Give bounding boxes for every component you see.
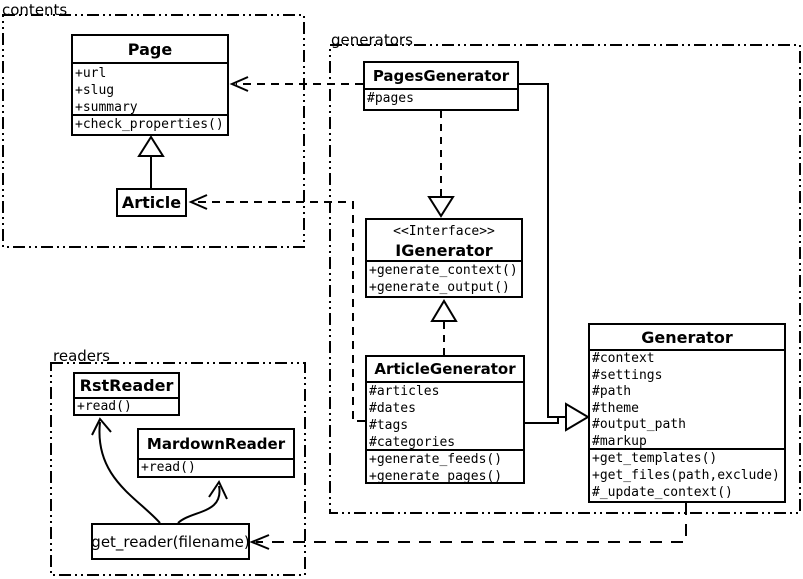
attribute: #output_path [592,417,686,432]
operation: +get_templates() [592,451,718,466]
class-title: Page [127,39,173,59]
class-title: IGenerator [395,241,493,260]
operation: +generate_context() [369,263,518,278]
class-box-igenerator: <<Interface>> IGenerator +generate_conte… [365,218,523,298]
edge-pagesgenerator-to-igenerator [427,111,455,218]
attribute: #tags [369,418,409,433]
attribute: +summary [75,100,138,114]
edge-article-to-page [137,135,165,188]
class-box-page: Page +url +slug +summary +check_properti… [71,34,229,136]
edge-getreader-to-mardownreader [177,479,228,524]
attribute: #markup [592,433,647,449]
open-arrowhead [229,76,249,92]
operation: +read() [77,399,132,414]
attribute: #articles [369,384,440,399]
package-label-contents: contents [2,1,68,19]
class-attributes: #articles #dates #tags #categories [367,381,523,449]
class-box-article: Article [116,188,187,217]
class-attributes: #pages [365,88,517,109]
operation: +get_files(path,exclude) [592,468,780,483]
edge-articlegenerator-to-igenerator [430,299,458,355]
edge-pagesgenerator-to-page [229,76,363,92]
package-label-readers: readers [53,347,110,365]
class-title: RstReader [79,376,174,395]
class-title: Article [121,193,182,212]
class-header: <<Interface>> IGenerator [367,220,521,260]
attribute: +url [75,66,107,81]
class-title: MardownReader [146,435,286,453]
class-operations: +read() [139,458,293,476]
open-arrowhead [91,417,112,436]
class-box-articlegenerator: ArticleGenerator #articles #dates #tags … [365,355,525,484]
attribute: #categories [369,435,456,449]
hollow-triangle [430,299,458,322]
class-title: Generator [641,327,733,347]
class-box-rstreader: RstReader +read() [73,372,180,416]
package-label-generators: generators [331,31,413,49]
stereotype: <<Interface>> [393,224,495,239]
package-frame-contents [2,14,305,248]
package-frame-generators [329,44,801,514]
class-title: ArticleGenerator [374,360,516,378]
operation: +generate_pages() [369,469,503,482]
hollow-triangle [565,402,590,432]
class-operations: +check_properties() [73,114,227,134]
open-arrowhead [188,194,208,210]
open-arrowhead [249,534,270,550]
edge-generator-to-getreader [249,503,687,550]
class-attributes: +url +slug +summary [73,62,227,114]
edge-getreader-to-rstreader [91,417,161,524]
class-box-pagesgenerator: PagesGenerator #pages [363,61,519,111]
attribute: #context [592,351,655,366]
attribute: +slug [75,83,115,98]
attribute: #theme [592,400,639,416]
edge-generators-to-generator [519,83,590,432]
class-operations: +read() [75,397,178,414]
operation: #_update_context() [592,485,733,500]
attribute: #path [592,384,632,399]
class-operations: +generate_feeds() +generate_pages() [367,449,523,482]
edge-articlegenerator-to-article [188,194,365,422]
hollow-triangle [427,196,455,218]
package-frame-readers [50,362,306,576]
node-label: get_reader(filename) [91,532,250,551]
attribute: #settings [592,367,663,383]
class-operations: +get_templates() +get_files(path,exclude… [590,448,784,501]
hollow-triangle [137,135,165,157]
operation: +generate_output() [369,280,510,295]
class-box-generator: Generator #context #settings #path #them… [588,323,786,503]
attribute: #dates [369,401,416,416]
open-arrowhead [208,479,228,500]
class-operations: +generate_context() +generate_output() [367,260,521,296]
operation: +read() [141,460,196,475]
node-get-reader: get_reader(filename) [91,523,250,560]
operation: +check_properties() [75,117,224,132]
class-title: PagesGenerator [372,66,510,85]
class-attributes: #context #settings #path #theme #output_… [590,349,784,448]
class-box-mardownreader: MardownReader +read() [137,428,295,478]
attribute: #pages [367,91,414,106]
operation: +generate_feeds() [369,452,503,467]
